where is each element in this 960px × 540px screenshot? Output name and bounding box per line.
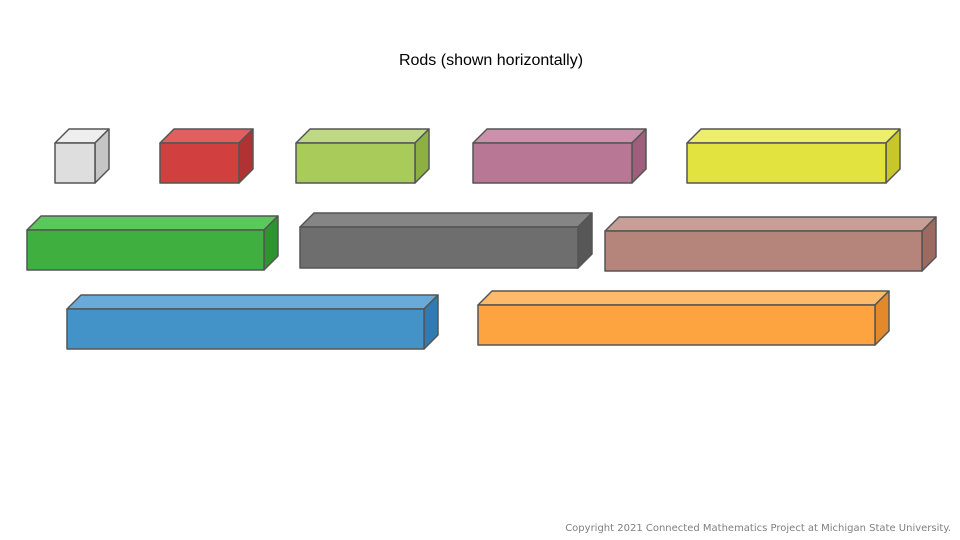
rod-black bbox=[299, 212, 593, 269]
rod-orange-top-face bbox=[477, 290, 890, 306]
rod-black-front-face bbox=[299, 226, 579, 269]
rod-dark-green-top-face bbox=[26, 215, 279, 231]
rod-light-green-front-face bbox=[295, 142, 416, 184]
rod-yellow bbox=[686, 128, 901, 184]
rod-red-front-face bbox=[159, 142, 240, 184]
rod-light-green bbox=[295, 128, 430, 184]
copyright-notice: Copyright 2021 Connected Mathematics Pro… bbox=[565, 523, 951, 534]
rod-blue bbox=[66, 294, 439, 350]
rod-black-top-face bbox=[299, 212, 593, 228]
rod-brown-top-face bbox=[604, 216, 937, 232]
rod-blue-front-face bbox=[66, 308, 425, 350]
rod-white bbox=[54, 128, 110, 184]
rod-red bbox=[159, 128, 254, 184]
rod-brown bbox=[604, 216, 937, 272]
rod-purple bbox=[472, 128, 647, 184]
rod-orange-front-face bbox=[477, 304, 876, 346]
rod-brown-front-face bbox=[604, 230, 923, 272]
rod-white-front-face bbox=[54, 142, 96, 184]
rod-red-top-face bbox=[159, 128, 254, 144]
rod-dark-green bbox=[26, 215, 279, 271]
rod-light-green-top-face bbox=[295, 128, 430, 144]
rod-purple-top-face bbox=[472, 128, 647, 144]
rod-orange bbox=[477, 290, 890, 346]
rod-blue-top-face bbox=[66, 294, 439, 310]
rod-dark-green-front-face bbox=[26, 229, 265, 271]
rod-yellow-top-face bbox=[686, 128, 901, 144]
rod-purple-front-face bbox=[472, 142, 633, 184]
slide-title: Rods (shown horizontally) bbox=[398, 52, 584, 69]
rod-yellow-front-face bbox=[686, 142, 887, 184]
